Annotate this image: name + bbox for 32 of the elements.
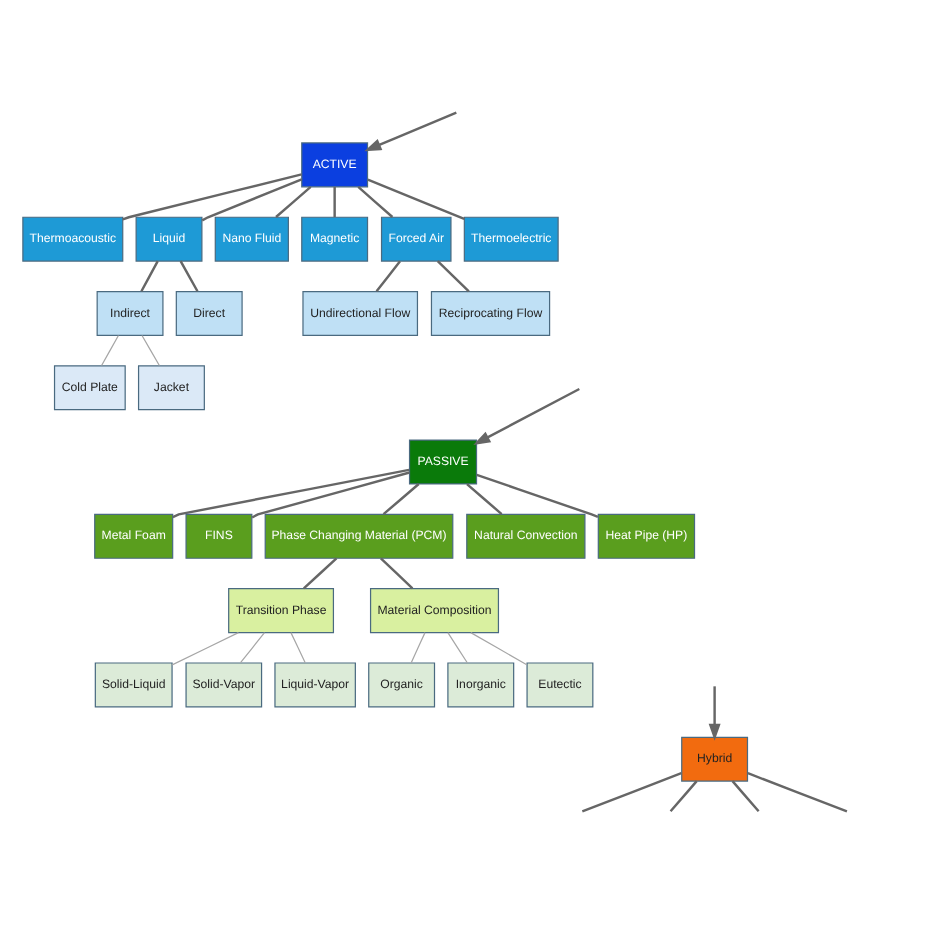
- connector: [668, 779, 697, 812]
- connector: [200, 177, 302, 221]
- connector: [379, 556, 413, 589]
- connector: [274, 184, 311, 217]
- connector: [238, 631, 265, 663]
- connector: [469, 631, 527, 665]
- connector: [289, 631, 305, 663]
- arrow: [472, 386, 579, 444]
- connector: [170, 631, 239, 665]
- connector: [409, 631, 425, 663]
- connector: [302, 556, 337, 589]
- connector: [171, 467, 409, 518]
- connector: [121, 172, 301, 220]
- connector: [465, 482, 502, 515]
- connector: [140, 333, 159, 366]
- arrow: [707, 685, 720, 740]
- connector: [730, 779, 759, 812]
- connector: [356, 184, 393, 217]
- arrow: [363, 110, 456, 151]
- connector: [381, 482, 419, 515]
- connector: [475, 472, 598, 517]
- connector: [435, 259, 469, 292]
- connector: [178, 259, 198, 291]
- connector: [366, 177, 464, 219]
- connector: [580, 771, 681, 812]
- connector: [332, 185, 335, 216]
- connector: [139, 259, 158, 291]
- connector: [250, 470, 409, 518]
- connector: [746, 771, 847, 812]
- connector: [374, 259, 400, 291]
- connector: [446, 631, 467, 663]
- connector: [100, 333, 119, 366]
